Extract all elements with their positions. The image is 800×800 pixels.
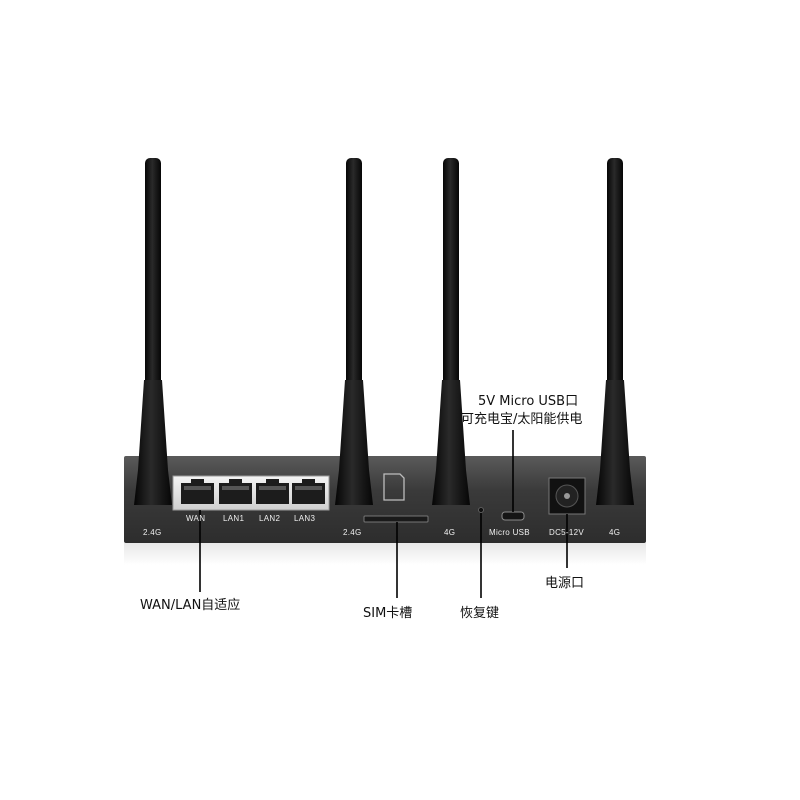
port-label-lan3: LAN3 [294,514,316,523]
callout-reset-key: 恢复键 [460,606,500,621]
callout-usb-title: 5V Micro USB口 [478,394,579,409]
antenna-4 [596,158,634,505]
dc-power-jack [548,477,586,515]
sim-slot [363,515,429,523]
band-label-4g-right: 4G [609,528,621,537]
antenna-2 [335,158,373,505]
callout-sim-slot: SIM卡槽 [363,606,413,621]
port-label-lan2: LAN2 [259,514,281,523]
reset-pinhole [478,507,484,513]
port-label-micro-usb: Micro USB [489,528,530,537]
ethernet-port-lan1 [219,479,252,504]
antenna-3 [432,158,470,505]
port-label-wan: WAN [186,514,206,523]
band-label-4g-mid: 4G [444,528,456,537]
router-shadow [124,543,646,565]
ethernet-port-lan2 [256,479,289,504]
antenna-1 [134,158,172,505]
band-label-2-4g-left: 2.4G [143,528,162,537]
callout-wan-lan: WAN/LAN自适应 [140,598,241,613]
micro-usb-port [501,511,525,521]
callout-usb-desc: 可充电宝/太阳能供电 [461,412,583,427]
ethernet-port-wan [181,479,214,504]
ethernet-port-lan3 [292,479,325,504]
ethernet-port-block [172,475,330,511]
callout-power-port: 电源口 [545,576,585,591]
port-label-dc: DC5-12V [549,528,585,537]
band-label-2-4g-mid: 2.4G [343,528,362,537]
sim-card-icon [383,473,405,501]
port-label-lan1: LAN1 [223,514,245,523]
